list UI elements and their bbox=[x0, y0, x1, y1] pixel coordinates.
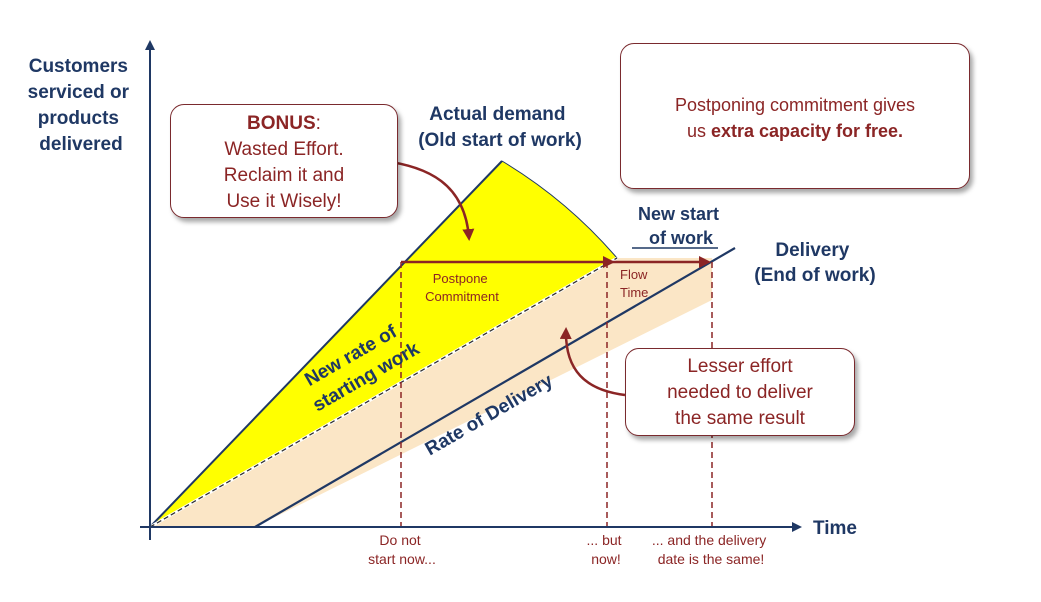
actual-demand-label: Actual demand (Old start of work) bbox=[418, 104, 582, 151]
capacity-bold: extra capacity for free. bbox=[710, 121, 904, 141]
bonus-title: BONUS bbox=[247, 113, 316, 134]
x-axis-label: Time bbox=[813, 518, 857, 539]
bonus-callout: BONUS: Wasted Effort. Reclaim it and Use… bbox=[170, 104, 398, 218]
bonus-line-3: Use it Wisely! bbox=[226, 191, 342, 212]
postpone-label: Postpone Commitment bbox=[425, 271, 499, 304]
rate-of-delivery-line bbox=[254, 247, 736, 528]
delivery-label: Delivery (End of work) bbox=[754, 240, 875, 286]
lesser-line-2: needed to deliver bbox=[667, 382, 813, 403]
new-start-label: New start of work bbox=[638, 204, 724, 248]
bonus-line-1: Wasted Effort. bbox=[224, 139, 344, 160]
actual-demand-line bbox=[149, 160, 503, 528]
lesser-effort-region bbox=[150, 258, 712, 527]
bonus-line-2: Reclaim it and bbox=[223, 165, 345, 186]
lesser-line-3: the same result bbox=[675, 408, 805, 429]
wasted-effort-region bbox=[150, 161, 617, 527]
tick-do-not-label: Do not start now... bbox=[368, 532, 436, 567]
lesser-effort-callout: Lesser effort needed to deliver the same… bbox=[625, 348, 855, 436]
tick-same-date-label: ... and the delivery date is the same! bbox=[652, 532, 770, 567]
capacity-line-1: Postponing commitment gives bbox=[674, 95, 916, 115]
bonus-title-suffix: : bbox=[315, 113, 321, 134]
lesser-line-1: Lesser effort bbox=[687, 356, 793, 377]
capacity-callout: Postponing commitment gives us extra cap… bbox=[620, 43, 970, 189]
lesser-curved-arrow bbox=[559, 327, 626, 397]
tick-but-now-label: ... but now! bbox=[587, 532, 626, 567]
flow-time-label: Flow Time bbox=[620, 267, 651, 300]
y-axis-label: Customers serviced or products delivered bbox=[28, 56, 135, 155]
capacity-us: us bbox=[686, 121, 711, 141]
